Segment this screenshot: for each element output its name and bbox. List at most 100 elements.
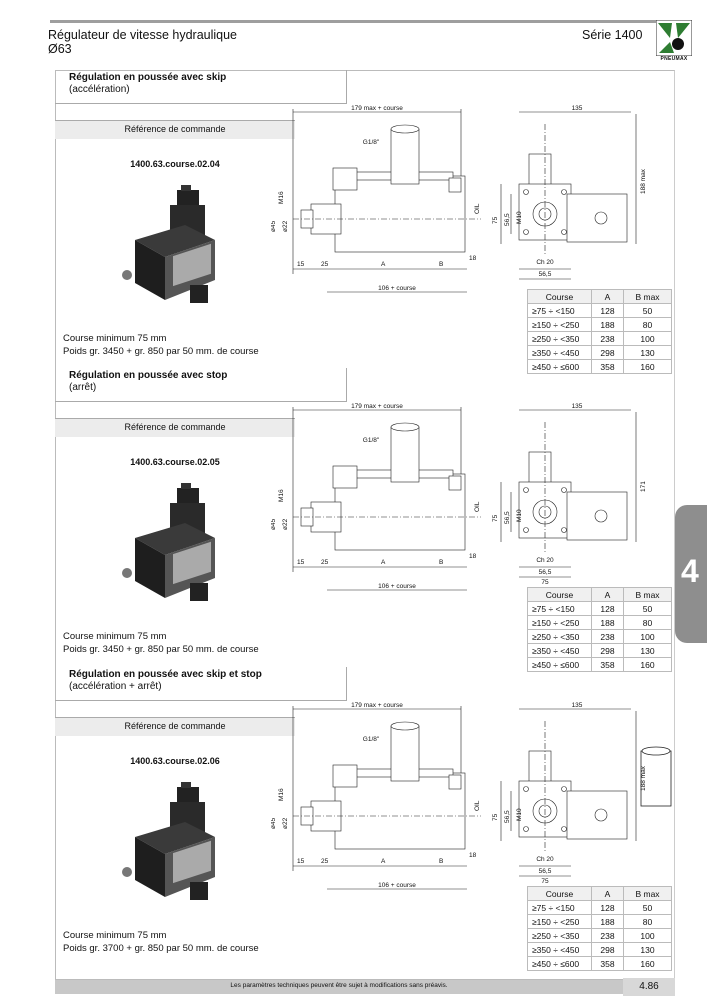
dim-m10: M10 bbox=[516, 808, 523, 821]
dim-a: A bbox=[381, 858, 386, 865]
dim-d45: ø45 bbox=[271, 817, 277, 829]
cell-b-max: 80 bbox=[623, 914, 672, 929]
cell-course: ≥450 ÷ ≤600 bbox=[527, 657, 592, 672]
cell-course: ≥250 ÷ <350 bbox=[527, 928, 592, 943]
cell-b-max: 50 bbox=[623, 303, 672, 318]
weight-note: Poids gr. 3450 + gr. 850 par 50 mm. de c… bbox=[63, 644, 259, 655]
table-row: ≥75 ÷ <150 128 50 bbox=[527, 900, 672, 915]
dim-stroke-length: 106 + course bbox=[378, 285, 416, 292]
dim-oil: OIL bbox=[474, 501, 481, 512]
dim-d22: ø22 bbox=[282, 220, 289, 232]
dim-d18: 18 bbox=[469, 852, 477, 859]
cell-course: ≥150 ÷ <250 bbox=[527, 615, 592, 630]
cell-b-max: 50 bbox=[623, 900, 672, 915]
order-reference-code: 1400.63.course.02.04 bbox=[130, 159, 220, 169]
cell-b-max: 130 bbox=[623, 942, 672, 957]
dim-m10: M10 bbox=[516, 211, 523, 224]
product-section: Régulation en poussée avec skip et stop … bbox=[55, 667, 675, 971]
dim-d18: 18 bbox=[469, 255, 477, 262]
product-section: Régulation en poussée avec skip (accélér… bbox=[55, 70, 675, 374]
weight-note: Poids gr. 3450 + gr. 850 par 50 mm. de c… bbox=[63, 346, 259, 357]
product-photo bbox=[122, 483, 215, 601]
course-notes: Course minimum 75 mm Poids gr. 3700 + gr… bbox=[63, 929, 259, 955]
footer-note: Les paramètres techniques peuvent être s… bbox=[230, 982, 448, 989]
order-reference-code: 1400.63.course.02.06 bbox=[130, 756, 220, 766]
order-reference-label: Référence de commande bbox=[55, 419, 295, 437]
cell-course: ≥350 ÷ <450 bbox=[527, 643, 592, 658]
cell-course: ≥450 ÷ ≤600 bbox=[527, 956, 592, 971]
cell-b-max: 100 bbox=[623, 331, 672, 346]
col-course: Course bbox=[527, 587, 592, 602]
order-reference-code: 1400.63.course.02.05 bbox=[130, 457, 220, 467]
table-row: ≥75 ÷ <150 128 50 bbox=[527, 303, 672, 318]
table-row: ≥450 ÷ ≤600 358 160 bbox=[527, 657, 672, 672]
chapter-tab[interactable]: 4 bbox=[675, 505, 707, 643]
table-row: ≥150 ÷ <250 188 80 bbox=[527, 317, 672, 332]
section-subtitle: (arrêt) bbox=[69, 382, 97, 393]
table-row: ≥350 ÷ <450 298 130 bbox=[527, 942, 672, 957]
cell-course: ≥450 ÷ ≤600 bbox=[527, 359, 592, 374]
dim-75: 75 bbox=[492, 813, 499, 821]
dim-height: 188 max bbox=[640, 168, 647, 194]
course-notes: Course minimum 75 mm Poids gr. 3450 + gr… bbox=[63, 630, 259, 656]
dim-height: 188 max bbox=[640, 765, 647, 791]
table-header-row: Course A B max bbox=[527, 587, 672, 602]
dimension-table: Course A B max ≥75 ÷ <150 128 50 ≥150 ÷ … bbox=[527, 289, 672, 374]
dim-d45: ø45 bbox=[271, 518, 277, 530]
col-a: A bbox=[591, 886, 624, 901]
order-reference-label: Référence de commande bbox=[55, 718, 295, 736]
weight-note: Poids gr. 3700 + gr. 850 par 50 mm. de c… bbox=[63, 943, 259, 954]
col-b-max: B max bbox=[623, 587, 672, 602]
page-title: Régulateur de vitesse hydraulique bbox=[48, 28, 238, 42]
col-course: Course bbox=[527, 886, 592, 901]
dim-g18: G1/8" bbox=[363, 139, 380, 146]
cell-a: 128 bbox=[591, 601, 624, 616]
course-notes: Course minimum 75 mm Poids gr. 3450 + gr… bbox=[63, 332, 259, 358]
cell-b-max: 80 bbox=[623, 615, 672, 630]
col-course: Course bbox=[527, 289, 592, 304]
dim-a: A bbox=[381, 559, 386, 566]
cell-b-max: 100 bbox=[623, 928, 672, 943]
dim-75-bottom: 75 bbox=[541, 579, 549, 586]
cell-a: 238 bbox=[591, 629, 624, 644]
col-a: A bbox=[591, 587, 624, 602]
table-row: ≥150 ÷ <250 188 80 bbox=[527, 615, 672, 630]
dim-overall-length: 179 max + course bbox=[351, 403, 403, 410]
dim-d15: 15 bbox=[297, 858, 305, 865]
table-header-row: Course A B max bbox=[527, 289, 672, 304]
content-frame bbox=[55, 70, 675, 980]
dim-75: 75 bbox=[492, 216, 499, 224]
dim-overall-length: 179 max + course bbox=[351, 105, 403, 112]
cell-a: 128 bbox=[591, 900, 624, 915]
cell-a: 298 bbox=[591, 643, 624, 658]
table-row: ≥150 ÷ <250 188 80 bbox=[527, 914, 672, 929]
minimum-stroke: Course minimum 75 mm bbox=[63, 333, 167, 344]
dim-d25: 25 bbox=[321, 858, 329, 865]
table-header-row: Course A B max bbox=[527, 886, 672, 901]
minimum-stroke: Course minimum 75 mm bbox=[63, 930, 167, 941]
section-subtitle: (accélération + arrêt) bbox=[69, 681, 162, 692]
cell-b-max: 80 bbox=[623, 317, 672, 332]
technical-drawing: 179 max + course G1/8" M16 ø45 ø22 OIL 1… bbox=[271, 105, 647, 293]
cell-b-max: 160 bbox=[623, 359, 672, 374]
dim-d15: 15 bbox=[297, 559, 305, 566]
cell-b-max: 50 bbox=[623, 601, 672, 616]
dim-m16: M16 bbox=[278, 191, 285, 204]
dim-g18: G1/8" bbox=[363, 437, 380, 444]
cell-course: ≥75 ÷ <150 bbox=[527, 303, 592, 318]
table-row: ≥250 ÷ <350 238 100 bbox=[527, 629, 672, 644]
dim-d18: 18 bbox=[469, 553, 477, 560]
table-row: ≥250 ÷ <350 238 100 bbox=[527, 928, 672, 943]
section-title: Régulation en poussée avec skip et stop bbox=[69, 669, 262, 680]
cell-b-max: 160 bbox=[623, 956, 672, 971]
dim-m16: M16 bbox=[278, 788, 285, 801]
cell-b-max: 130 bbox=[623, 643, 672, 658]
dimension-table: Course A B max ≥75 ÷ <150 128 50 ≥150 ÷ … bbox=[527, 886, 672, 971]
cell-course: ≥350 ÷ <450 bbox=[527, 345, 592, 360]
dimension-table: Course A B max ≥75 ÷ <150 128 50 ≥150 ÷ … bbox=[527, 587, 672, 672]
dim-width-135: 135 bbox=[572, 702, 583, 709]
section-header: Régulation en poussée avec skip (accélér… bbox=[55, 70, 347, 104]
footer-bar: Les paramètres techniques peuvent être s… bbox=[55, 980, 623, 994]
dim-height: 171 bbox=[640, 481, 647, 492]
dim-ch20: Ch 20 bbox=[536, 259, 554, 266]
